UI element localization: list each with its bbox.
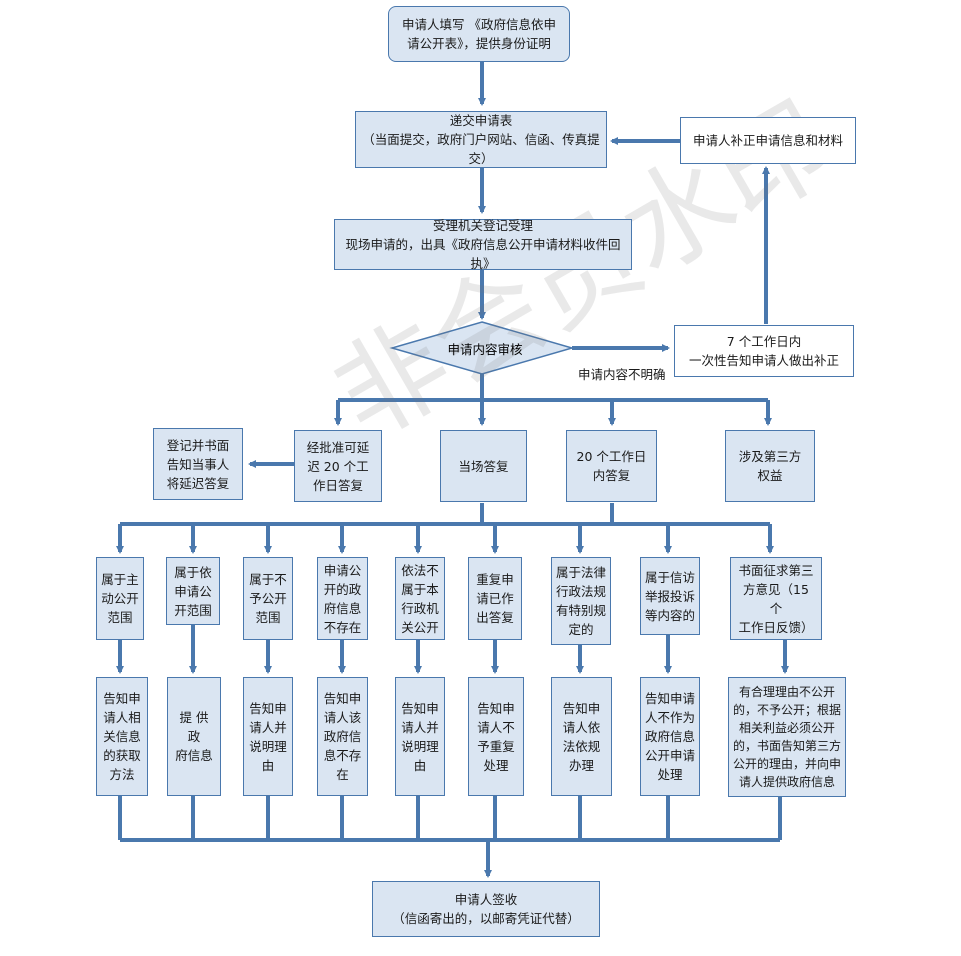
category-5: 依法不 属于本 行政机 关公开 bbox=[395, 557, 445, 640]
result-2: 提 供 政 府信息 bbox=[167, 677, 221, 796]
node-sign: 申请人签收 （信函寄出的，以邮寄凭证代替） bbox=[372, 881, 600, 937]
category-8: 属于信访 举报投诉 等内容的 bbox=[640, 557, 700, 635]
node-third-party: 涉及第三方 权益 bbox=[725, 430, 815, 502]
category-1: 属于主 动公开 范围 bbox=[96, 557, 144, 640]
node-apply-form: 申请人填写 《政府信息依申 请公开表》，提供身份证明 bbox=[388, 6, 570, 62]
result-8: 告知申请 人不作为 政府信息 公开申请 处理 bbox=[640, 677, 700, 796]
node-20days: 20 个工作日 内答复 bbox=[566, 430, 657, 502]
category-4: 申请公 开的政 府信息 不存在 bbox=[317, 557, 368, 640]
node-notify-delay: 登记并书面 告知当事人 将延迟答复 bbox=[153, 428, 243, 500]
node-extend: 经批准可延 迟 20 个工 作日答复 bbox=[294, 430, 382, 502]
result-9: 有合理理由不公开 的，不予公开；根据 相关利益必须公开 的，书面告知第三方 公开… bbox=[728, 677, 846, 797]
node-review-label: 申请内容审核 bbox=[447, 341, 523, 357]
category-3: 属于不 予公开 范围 bbox=[243, 557, 293, 640]
category-9: 书面征求第三 方意见（15 个 工作日反馈） bbox=[730, 557, 822, 640]
result-3: 告知申 请人并 说明理 由 bbox=[243, 677, 293, 796]
label-unclear: 申请内容不明确 bbox=[578, 367, 666, 382]
node-onsite: 当场答复 bbox=[440, 430, 527, 502]
node-register: 受理机关登记受理 现场申请的，出具《政府信息公开申请材料收件回执》 bbox=[334, 218, 632, 271]
node-notify-correction: 7 个工作日内 一次性告知申请人做出补正 bbox=[674, 325, 854, 377]
result-4: 告知申 请人该 政府信 息不存 在 bbox=[317, 677, 368, 796]
node-submit: 递交申请表 （当面提交，政府门户网站、信函、传真提交） bbox=[355, 111, 607, 168]
category-2: 属于依 申请公 开范围 bbox=[166, 557, 220, 625]
category-6: 重复申 请已作 出答复 bbox=[468, 557, 522, 640]
review-diamond bbox=[389, 321, 575, 375]
result-7: 告知申 请人依 法依规 办理 bbox=[551, 677, 612, 796]
category-7: 属于法律 行政法规 有特别规 定的 bbox=[551, 557, 611, 645]
result-6: 告知申 请人不 予重复 处理 bbox=[468, 677, 524, 796]
node-supplement: 申请人补正申请信息和材料 bbox=[680, 117, 856, 164]
result-1: 告知申 请人相 关信息 的获取 方法 bbox=[96, 677, 148, 796]
result-5: 告知申 请人并 说明理 由 bbox=[395, 677, 445, 796]
